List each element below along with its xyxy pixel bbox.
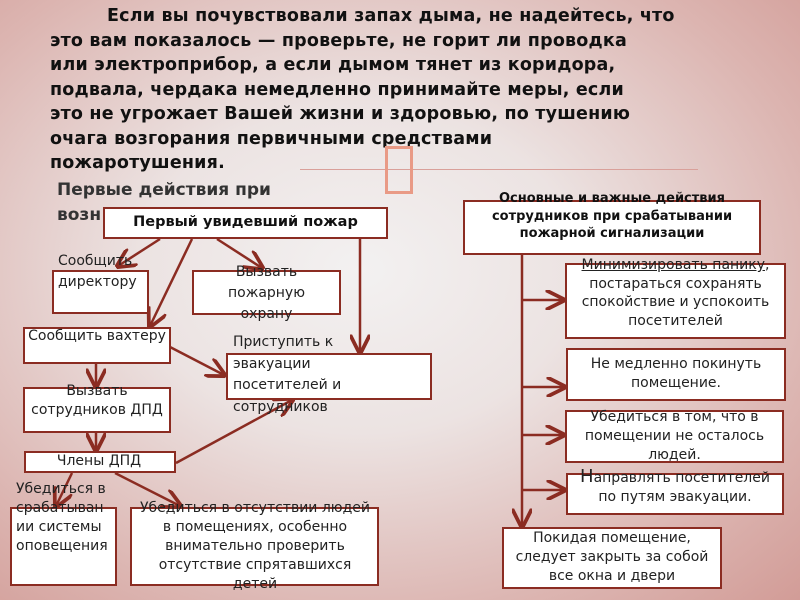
arrow-dpd-evac — [175, 400, 292, 465]
panic-label: Минимизировать панику, постараться сохра… — [581, 257, 770, 329]
dpd-call-label: Вызвать сотрудников ДПД — [31, 383, 163, 418]
arrow-to-alarm — [56, 472, 74, 506]
close-box — [502, 527, 722, 589]
arrow-to-guard — [150, 238, 194, 326]
close-label: Покидая помещение, следует закрыть за со… — [515, 530, 709, 584]
arrow-to-director — [118, 237, 161, 266]
leave-box — [566, 348, 786, 401]
left-heading: Первые действия при возн — [57, 180, 271, 225]
people-check-label: Убедиться в отсутствии людей в помещения… — [140, 500, 370, 591]
evacuation-label: Приступить к эвакуации посетителей и сот… — [233, 334, 342, 415]
alarm-check-label: Убедиться в срабатывании системы оповеще… — [16, 481, 108, 554]
evacuation-box — [226, 353, 432, 400]
director-box — [52, 270, 149, 314]
fire-service-box — [192, 270, 341, 315]
ensure-label: Убедиться в том, что в помещении не оста… — [584, 409, 765, 463]
leave-label: Не медленно покинуть помещение. — [590, 356, 762, 391]
arrow-to-fire — [216, 237, 262, 268]
dpd-call-box — [23, 387, 171, 433]
intro-text: Если вы почувствовали запах дыма, не над… — [50, 6, 675, 173]
guard-label: Сообщить вахтеру — [28, 328, 166, 344]
arrow-to-check — [114, 471, 180, 506]
panic-box — [565, 263, 786, 339]
dpd-members-label: Члены ДПД — [56, 453, 142, 469]
director-label: Сообщить директору — [58, 253, 137, 290]
dpd-members-box — [24, 451, 176, 473]
ensure-box — [565, 410, 784, 463]
alarm-check-box — [10, 507, 117, 586]
placeholder-glyph-icon — [385, 146, 413, 194]
arrow-guard-evac — [169, 345, 224, 375]
direct-box — [566, 473, 784, 515]
direct-label: Направлять посетителей по путям эвакуаци… — [580, 466, 770, 505]
right-header-label: Основные и важные действия сотрудников п… — [491, 191, 733, 241]
people-check-box — [130, 507, 379, 586]
first-witness-box — [103, 207, 388, 239]
right-header-box — [463, 200, 761, 255]
fire-service-label: Вызвать пожарную охрану — [227, 264, 306, 322]
first-witness-label: Первый увидевший пожар — [133, 214, 358, 230]
divider — [300, 169, 698, 170]
guard-box — [23, 327, 171, 364]
